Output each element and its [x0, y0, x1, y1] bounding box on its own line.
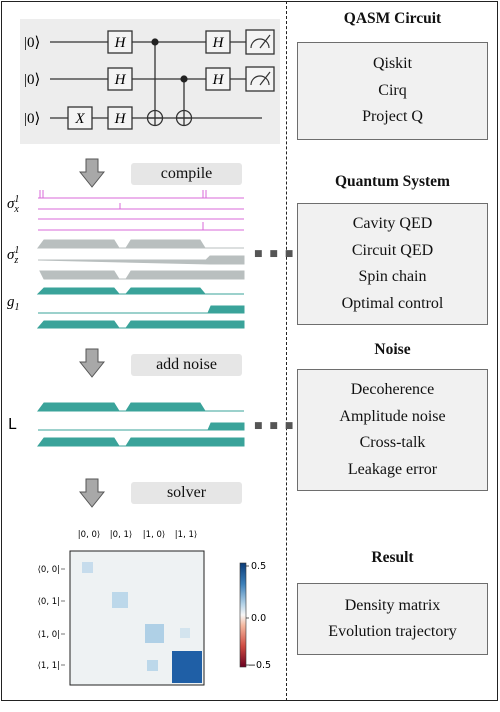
section-title-system: Quantum System	[335, 173, 450, 190]
ellipsis-noise: ■ ■ ■	[254, 421, 296, 431]
density-matrix-plot: |0, 0⟩ |0, 1⟩ |1, 0⟩ |1, 1⟩ ⟨0, 0| ⟨0, 1…	[38, 530, 271, 686]
element-10-11	[180, 628, 190, 638]
label-noise-operator: L	[8, 415, 17, 433]
colorbar-tick-mid: 0.0	[251, 613, 266, 624]
colorbar-tick-bottom: −0.5	[248, 660, 271, 671]
row-label-10: ⟨1, 0|	[38, 630, 60, 640]
item-evolution-trajectory: Evolution trajectory	[328, 623, 457, 640]
row-label-00: ⟨0, 0|	[38, 565, 60, 575]
h-gate-q1-b-label: H	[212, 72, 225, 88]
section-title-result: Result	[371, 549, 414, 566]
col-label-11: |1, 1⟩	[175, 530, 197, 540]
element-10-10	[145, 624, 164, 643]
ket-q2: |0⟩	[24, 111, 40, 127]
h-gate-q2-a-label: H	[114, 111, 127, 127]
h-gate-q0-a-label: H	[114, 35, 127, 51]
section-title-qasm: QASM Circuit	[343, 10, 442, 27]
item-amplitude-noise: Amplitude noise	[339, 407, 446, 425]
quantum-circuit: |0⟩ |0⟩ |0⟩ X H H H H H	[24, 29, 275, 130]
item-projectq: Project Q	[362, 108, 423, 126]
col-label-01: |0, 1⟩	[110, 530, 132, 540]
section-box-result: Density matrix Evolution trajectory	[297, 583, 488, 655]
row-label-01: ⟨0, 1|	[38, 597, 60, 607]
item-spin-chain: Spin chain	[358, 268, 427, 285]
figure-frame	[1, 1, 498, 701]
item-circuit-qed: Circuit QED	[351, 241, 434, 259]
sigma-z-pulses	[37, 239, 245, 280]
h-gate-q2-a	[107, 106, 133, 130]
element-01-01	[112, 592, 128, 608]
col-label-00: |0, 0⟩	[78, 530, 100, 540]
row-label-11: ⟨1, 1|	[38, 661, 60, 671]
item-qiskit: Qiskit	[372, 55, 413, 73]
section-box-system: Cavity QED Circuit QED Spin chain Optima…	[297, 203, 488, 325]
item-cavity-qed: Cavity QED	[352, 215, 433, 232]
section-box-noise: Decoherence Amplitude noise Cross-talk L…	[297, 369, 488, 491]
g1-pulses	[36, 287, 245, 329]
noise-pulses: L	[8, 402, 245, 447]
step-add-noise: add noise	[131, 354, 242, 376]
down-arrow-icon	[79, 158, 105, 188]
h-gate-q1-a	[107, 67, 133, 91]
x-gate	[67, 106, 93, 130]
col-label-10: |1, 0⟩	[143, 530, 165, 540]
ellipsis-pulses: ■ ■ ■	[254, 249, 296, 259]
element-11-10	[147, 660, 158, 671]
cnot-control-1	[151, 38, 159, 46]
element-00-00	[82, 562, 93, 573]
section-box-qasm: Qiskit Cirq Project Q	[297, 42, 488, 140]
step-solver: solver	[131, 482, 242, 504]
x-gate-label: X	[74, 111, 85, 127]
h-gate-q1-b	[205, 67, 231, 91]
measure-icon-q0	[245, 29, 275, 55]
h-gate-q1-a-label: H	[114, 72, 127, 88]
h-gate-q0-a	[107, 30, 133, 54]
item-decoherence: Decoherence	[350, 381, 435, 398]
colorbar-tick-top: 0.5	[251, 561, 266, 572]
item-cross-talk: Cross-talk	[359, 434, 426, 451]
cnot-control-2	[180, 75, 188, 83]
sigma-x-pulses	[38, 190, 244, 231]
measure-icon-q1	[245, 66, 275, 92]
label-g1: g1	[7, 294, 20, 313]
ket-q1: |0⟩	[24, 72, 40, 88]
item-optimal-control: Optimal control	[341, 294, 444, 312]
step-compile: compile	[131, 163, 242, 185]
item-cirq: Cirq	[378, 81, 407, 99]
column-divider	[286, 1, 287, 701]
down-arrow-icon	[79, 478, 105, 508]
colorbar	[239, 562, 247, 668]
h-gate-q0-b	[205, 30, 231, 54]
ket-q0: |0⟩	[24, 35, 40, 51]
h-gate-q0-b-label: H	[212, 35, 225, 51]
item-density-matrix: Density matrix	[344, 596, 441, 614]
element-11-11	[172, 651, 202, 683]
section-title-noise: Noise	[374, 341, 411, 358]
down-arrow-icon	[79, 348, 105, 378]
item-leakage-error: Leakage error	[347, 460, 438, 478]
